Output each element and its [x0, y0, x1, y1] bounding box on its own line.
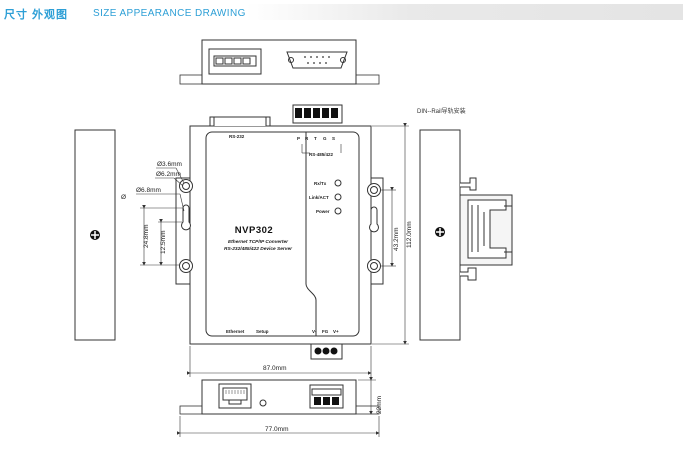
dim-12-5: 12.5mm	[160, 231, 167, 254]
subtitle-2: RS-232/485/422 Device Server	[224, 246, 293, 252]
keyhole-right	[369, 206, 379, 233]
svg-text:R: R	[305, 136, 309, 141]
ethernet-label: Ethernet	[226, 329, 245, 334]
dim-87: 87.0mm	[263, 365, 286, 372]
header-bar	[0, 4, 683, 20]
led-link	[334, 193, 342, 201]
svg-text:FG: FG	[322, 329, 329, 334]
led-label-link: Link/ACT	[309, 195, 329, 200]
svg-text:V-: V-	[312, 329, 317, 334]
led-label-rxtx: Rx/Tx	[314, 181, 327, 186]
svg-text:T: T	[314, 136, 317, 141]
dim-43-2: 43.2mm	[393, 228, 400, 251]
svg-text:G: G	[323, 136, 327, 141]
dim-77: 77.0mm	[265, 426, 288, 433]
dim-6-2: Ø6.2mm	[156, 171, 181, 178]
title-english: SIZE APPEARANCE DRAWING	[93, 8, 246, 19]
svg-text:V+: V+	[333, 329, 339, 334]
terminal-label: RS-485/422	[309, 152, 334, 157]
setup-button	[259, 399, 267, 407]
title-chinese: 尺寸 外观图	[4, 9, 69, 21]
dim-22: 22mm	[376, 396, 383, 414]
din-rail-clip	[459, 177, 513, 281]
top-view	[179, 39, 380, 85]
subtitle-1: Ethernet TCP/IP Converter	[228, 239, 289, 245]
led-label-power: Power	[316, 209, 330, 214]
setup-label: Setup	[256, 329, 269, 334]
dim-phi: Ø	[121, 194, 126, 201]
power-pins: V- FG V+	[312, 329, 339, 334]
dim-24-8: 24.8mm	[143, 225, 150, 248]
front-dimensions	[136, 123, 409, 377]
svg-text:P: P	[297, 136, 300, 141]
front-view: RS-232 P R T G S RS-485/422 Rx/Tx Link/A…	[175, 104, 384, 360]
bottom-view	[179, 379, 380, 415]
model-name: NVP302	[235, 225, 273, 236]
din-rail-label: DIN--Rail导轨安装	[417, 107, 466, 115]
top-port-label: RS-232	[229, 134, 245, 139]
dim-3-6: Ø3.6mm	[157, 161, 182, 168]
terminal-pins: P R T G S	[297, 136, 335, 141]
svg-text:S: S	[332, 136, 335, 141]
dim-6-8: Ø6.8mm	[136, 187, 161, 194]
keyhole-left	[181, 204, 191, 231]
left-side-view	[74, 129, 116, 341]
led-power	[334, 207, 342, 215]
db9-connector	[286, 51, 348, 69]
led-rx-tx	[334, 179, 342, 187]
right-side-view: DIN--Rail导轨安装	[417, 107, 513, 341]
dim-112: 112.0mm	[406, 221, 413, 248]
